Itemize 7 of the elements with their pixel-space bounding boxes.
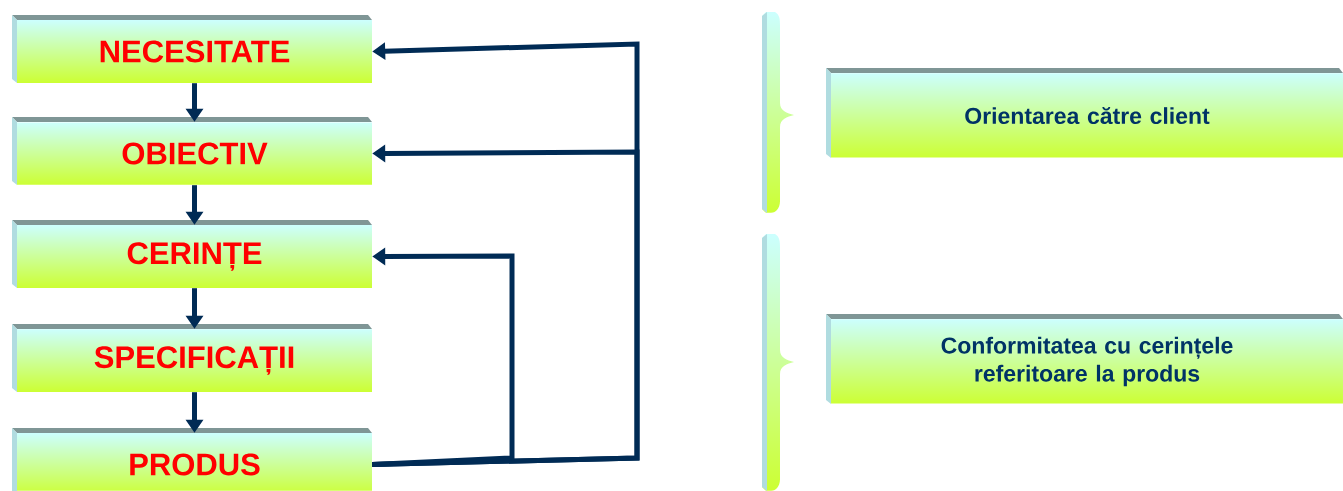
step-box: SPECIFICAȚII (12, 324, 372, 392)
step-box: NECESITATE (12, 15, 372, 83)
step-box: OBIECTIV (12, 117, 372, 185)
result-box: Conformitatea cu cerințele referitoare la produs (826, 314, 1343, 404)
step-box: CERINȚE (12, 220, 372, 288)
result-box: Orientarea către client (826, 68, 1343, 158)
step-box: PRODUS (12, 428, 372, 491)
